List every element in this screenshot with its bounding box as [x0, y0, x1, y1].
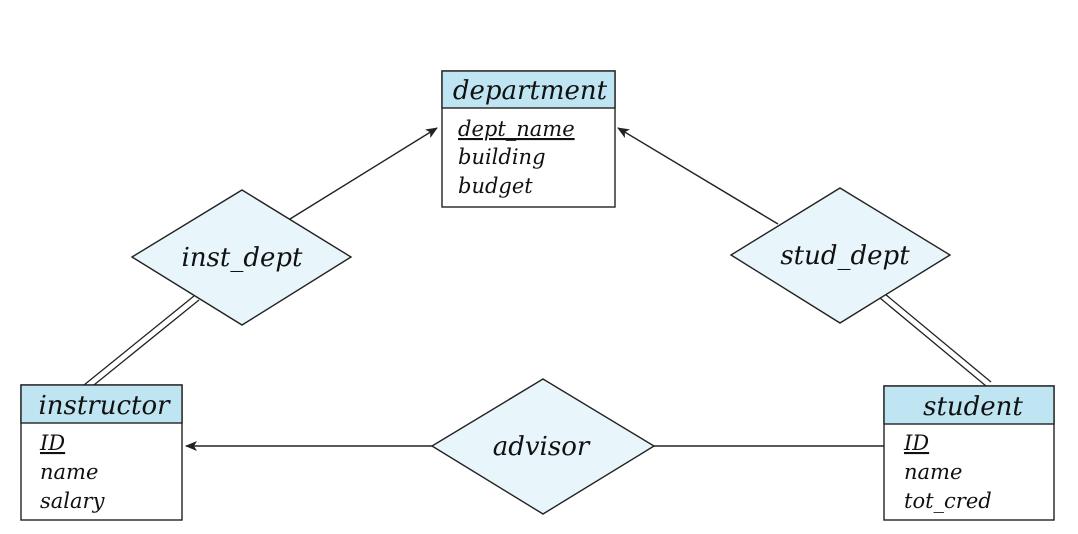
student-stud-dept-line-b [884, 293, 992, 383]
student-header [883, 385, 1055, 425]
advisor-diamond [430, 378, 656, 515]
stud-dept-diamond [729, 187, 952, 324]
entity-department[interactable]: department dept_name building budget [441, 70, 616, 208]
entity-student[interactable]: student ID name tot_cred [883, 385, 1055, 521]
department-attr-2: building [458, 145, 546, 169]
department-attr-3: budget [458, 174, 533, 198]
instructor-attr-pk: ID [39, 431, 65, 455]
student-attr-2: name [904, 460, 962, 484]
stud-dept-label: stud_dept [780, 241, 910, 271]
instructor-attr-2: name [40, 460, 98, 484]
stud-dept-to-department-arrow [617, 127, 779, 225]
relationship-stud-dept[interactable]: stud_dept [729, 187, 952, 324]
relationship-advisor[interactable]: advisor [430, 378, 656, 515]
inst-dept-to-department-arrow [289, 127, 438, 220]
instructor-header [20, 384, 183, 424]
student-title: student [923, 392, 1023, 422]
inst-dept-diamond [130, 189, 353, 326]
advisor-label: advisor [493, 432, 591, 462]
entity-instructor[interactable]: instructor ID name salary [20, 384, 183, 521]
instructor-inst-dept-line-a [83, 295, 195, 386]
instructor-attr-3: salary [40, 489, 106, 513]
inst-dept-label: inst_dept [182, 243, 304, 273]
student-attr-3: tot_cred [904, 489, 992, 513]
department-header [441, 70, 616, 109]
department-attr-pk: dept_name [458, 117, 575, 141]
relationship-inst-dept[interactable]: inst_dept [130, 189, 353, 326]
instructor-inst-dept-line-b [88, 299, 200, 390]
student-attr-pk: ID [903, 431, 929, 455]
department-title: department [453, 76, 608, 106]
connectors [83, 127, 992, 451]
student-stud-dept-line-a [879, 297, 987, 387]
instructor-title: instructor [38, 391, 171, 421]
